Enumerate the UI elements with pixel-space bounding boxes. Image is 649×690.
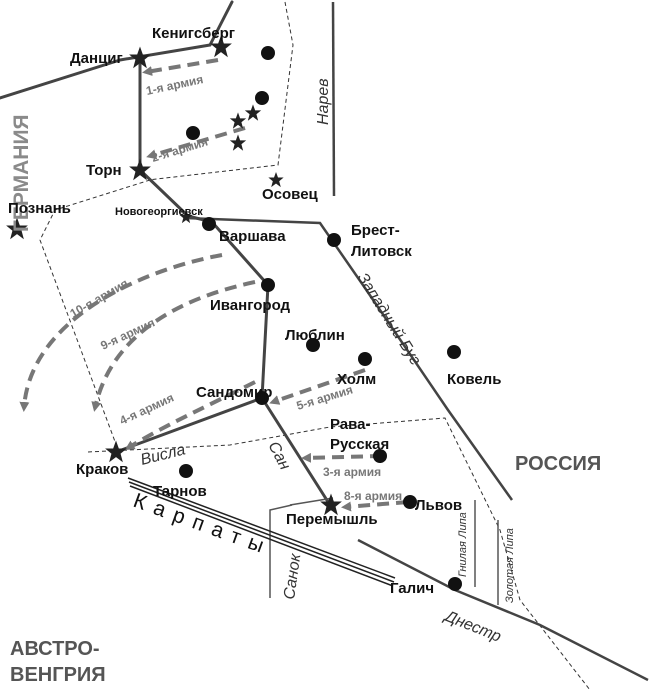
label-river-vistula: Висла bbox=[139, 441, 187, 469]
label-ivangorod: Ивангород bbox=[210, 297, 291, 314]
arrow-army-9 bbox=[91, 280, 256, 412]
river-dniester-line bbox=[357, 538, 649, 682]
label-army-9: 9-я армия bbox=[98, 315, 157, 352]
label-army-2: 2-я армия bbox=[150, 134, 210, 164]
label-brest-line2: Литовск bbox=[351, 243, 412, 260]
city-dots bbox=[179, 46, 462, 591]
dot-kholm bbox=[358, 352, 372, 366]
carpathian-ridge bbox=[127, 477, 396, 587]
star-peremyshl bbox=[320, 493, 342, 516]
label-osowiec: Осовец bbox=[262, 186, 319, 203]
label-galich: Галич bbox=[390, 580, 434, 597]
label-river-narew: Нарев bbox=[315, 78, 332, 125]
label-kholm: Холм bbox=[337, 371, 376, 388]
country-russia: РОССИЯ bbox=[515, 453, 601, 475]
country-germany: ГЕРМАНИЯ bbox=[10, 114, 33, 232]
label-army-8: 8-я армия bbox=[344, 489, 402, 503]
star-krakow bbox=[105, 440, 127, 463]
front-sandomir-krakow bbox=[114, 396, 264, 454]
label-sandomir: Сандомир bbox=[196, 384, 272, 401]
dot-sandomir bbox=[255, 391, 269, 405]
border-poland-west bbox=[39, 179, 151, 456]
river-san-line bbox=[289, 497, 334, 506]
dot-rava bbox=[373, 449, 387, 463]
arrow-army-1 bbox=[142, 58, 219, 76]
star-thorn bbox=[129, 158, 151, 181]
label-krakow: Краков bbox=[76, 461, 128, 478]
dot-lublin bbox=[306, 338, 320, 352]
dot-prussia-3 bbox=[186, 126, 200, 140]
river-narew-line bbox=[331, 1, 336, 197]
label-rava-line2: Русская bbox=[330, 436, 389, 453]
front-sandomir-peremyshl bbox=[260, 396, 332, 507]
label-river-dniester: Днестр bbox=[441, 607, 504, 646]
label-lublin: Люблин bbox=[285, 327, 345, 344]
label-novogeorgievsk: Новогеоргиевск bbox=[115, 206, 203, 218]
fortress-markers bbox=[6, 35, 342, 516]
front-ivangorod-sandomir bbox=[260, 283, 270, 400]
label-army-3: 3-я армия bbox=[323, 465, 381, 479]
star-battle-1 bbox=[229, 112, 247, 129]
label-danzig: Данциг bbox=[70, 50, 123, 67]
label-kovel: Ковель bbox=[447, 371, 501, 388]
label-tarnow: Тарнов bbox=[153, 483, 207, 500]
label-konigsberg: Кенигсберг bbox=[152, 25, 235, 42]
dot-brest bbox=[327, 233, 341, 247]
label-army-5: 5-я армия bbox=[295, 382, 355, 412]
arrow-army-10 bbox=[19, 253, 223, 412]
arrow-army-5 bbox=[269, 368, 366, 405]
arrow-army-8 bbox=[341, 500, 409, 512]
star-poznan bbox=[6, 217, 28, 240]
label-thorn: Торн bbox=[86, 162, 122, 179]
arrow-army-2 bbox=[146, 126, 246, 160]
label-river-sanok: Санок bbox=[281, 551, 304, 600]
river-lines bbox=[184, 1, 649, 682]
star-battle-3 bbox=[229, 134, 247, 151]
label-army-4: 4-я армия bbox=[117, 390, 176, 427]
label-river-gnila: Гнилая Липа bbox=[457, 512, 469, 577]
border-lines bbox=[39, 1, 591, 690]
dot-prussia-1 bbox=[261, 46, 275, 60]
dot-kovel bbox=[447, 345, 461, 359]
dot-lvov bbox=[403, 495, 417, 509]
label-army-1: 1-я армия bbox=[145, 72, 205, 98]
front-lines bbox=[0, 0, 332, 507]
label-river-zolota: Золотая Липа bbox=[504, 528, 516, 603]
river-minor-lines bbox=[269, 497, 499, 605]
star-novogeorgievsk bbox=[179, 210, 193, 224]
label-lvov: Львов bbox=[415, 497, 462, 514]
front-konigsberg-spike bbox=[208, 0, 234, 47]
country-austria-line1: АВСТРО- bbox=[10, 638, 100, 660]
label-poznan: Познань bbox=[8, 200, 71, 217]
dot-galich bbox=[448, 577, 462, 591]
label-army-10: 10-я армия bbox=[68, 276, 131, 321]
dot-tarnow bbox=[179, 464, 193, 478]
river-bug-line bbox=[184, 216, 514, 501]
dot-ivangorod bbox=[261, 278, 275, 292]
arrow-army-3 bbox=[301, 452, 383, 463]
front-germany bbox=[0, 43, 212, 100]
label-river-san: Сан bbox=[264, 439, 293, 473]
star-danzig bbox=[129, 46, 151, 69]
border-east-prussia bbox=[147, 1, 294, 181]
army-arrows bbox=[19, 58, 409, 512]
star-battle-2 bbox=[244, 104, 262, 121]
label-rava-line1: Рава- bbox=[330, 416, 371, 433]
label-warsaw: Варшава bbox=[219, 228, 286, 245]
star-konigsberg bbox=[210, 35, 232, 58]
label-peremyshl: Перемышль bbox=[286, 511, 378, 528]
star-osowiec bbox=[268, 171, 284, 188]
dot-warsaw bbox=[202, 217, 216, 231]
river-sanok-line bbox=[269, 504, 293, 598]
label-brest-line1: Брест- bbox=[351, 222, 400, 239]
border-galicia bbox=[87, 417, 591, 690]
dot-prussia-2 bbox=[255, 91, 269, 105]
country-austria-line2: ВЕНГРИЯ bbox=[10, 664, 106, 686]
